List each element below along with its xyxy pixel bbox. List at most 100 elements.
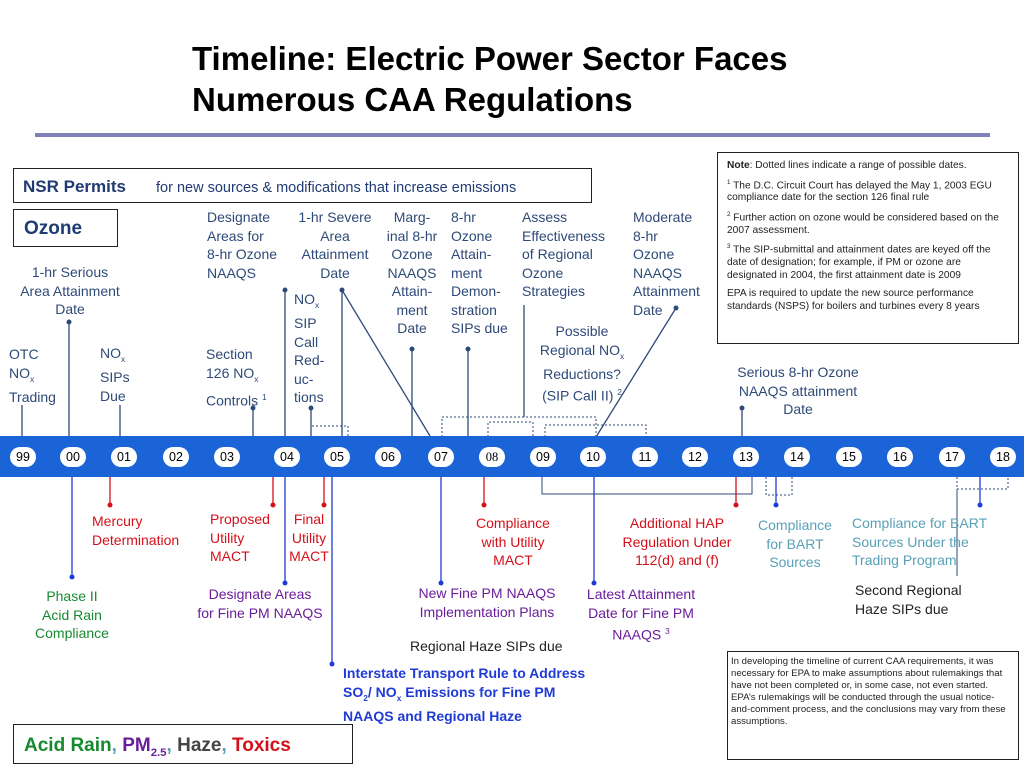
- event-line: 1-hr Severe: [298, 209, 372, 225]
- event-line: NAAQS and Regional Haze: [343, 707, 522, 724]
- demonstration-sips-event: 8-hr Ozone Attain- ment Demon- stration …: [451, 208, 508, 338]
- event-line: Mercury: [92, 513, 143, 529]
- event-line: Date: [783, 401, 813, 417]
- event-line: MACT: [289, 548, 329, 564]
- event-line: Attain-: [451, 246, 492, 262]
- event-line: NAAQS: [387, 264, 437, 281]
- compliance-bart-trading-event: Compliance for BART Sources Under the Tr…: [852, 514, 987, 570]
- year-marker: 08: [479, 447, 505, 467]
- legend-acid-rain: Acid Rain: [24, 735, 112, 756]
- phase-ii-acid-rain-event: Phase II Acid Rain Compliance: [22, 587, 122, 643]
- event-line: Strategies: [522, 283, 586, 299]
- event-text: SO: [343, 683, 364, 700]
- year-marker: 15: [836, 447, 862, 467]
- year-marker: 09: [530, 447, 556, 467]
- legend-separator: ,: [111, 735, 123, 756]
- section-126-event: Section 126 NOx Controls 1: [206, 345, 267, 410]
- nox-sip-call-event: NOx SIP Call Red- uc- tions: [294, 290, 324, 407]
- moderate-connector: [595, 307, 677, 438]
- event-line: Due: [100, 387, 126, 404]
- event-subscript: x: [30, 373, 35, 384]
- footnote-marker: 3: [665, 626, 670, 636]
- event-line: (SIP Call II) 2: [528, 383, 636, 405]
- disclaimer-text: In developing the timeline of current CA…: [731, 656, 1006, 727]
- event-line: Determination: [92, 531, 180, 548]
- otc-nox-trading-event: OTC NOx Trading: [9, 345, 56, 406]
- ozone-connectors: [21, 289, 743, 438]
- event-subscript: x: [396, 692, 402, 703]
- year-marker: 18: [990, 447, 1016, 467]
- event-text: NO: [100, 345, 121, 361]
- event-line: Designate: [207, 209, 271, 225]
- event-line: SO2/ NOx Emissions for Fine PM: [343, 683, 585, 707]
- event-line: Date for Fine PM: [588, 604, 694, 621]
- event-line: 8-hr Ozone: [207, 246, 278, 262]
- event-subscript: x: [121, 353, 126, 364]
- event-line: New Fine PM NAAQS: [418, 585, 556, 601]
- sip-call-ii-event: Possible Regional NOx Reductions? (SIP C…: [528, 322, 636, 405]
- severe-diagonal: [341, 289, 431, 437]
- event-line: inal 8-hr: [386, 227, 438, 244]
- serious-8hr-attainment-event: Serious 8-hr Ozone NAAQS attainment Date: [726, 363, 870, 419]
- bart-range: [765, 477, 793, 496]
- year-marker: 06: [375, 447, 401, 467]
- event-line: Date: [633, 301, 663, 318]
- year-marker: 14: [784, 447, 810, 467]
- note-epa: EPA is required to update the new source…: [727, 288, 980, 312]
- additional-hap-regulation-event: Additional HAP Regulation Under 112(d) a…: [616, 514, 738, 570]
- legend-box: Acid Rain, PM2.5, Haze, Toxics: [13, 724, 353, 764]
- title-underline: [35, 133, 990, 137]
- event-line: NOx: [100, 344, 130, 368]
- event-line: Date: [320, 264, 350, 281]
- nsr-permits-box: NSR Permits for new sources & modificati…: [13, 168, 592, 203]
- event-line: of Regional: [522, 246, 593, 262]
- event-line: Ozone: [633, 246, 675, 262]
- event-line: ment: [396, 301, 428, 318]
- event-text: NAAQS: [612, 626, 662, 643]
- year-marker: 07: [428, 447, 454, 467]
- legend-pm-text: PM: [122, 735, 151, 756]
- year-marker: 10: [580, 447, 606, 467]
- designate-8hr-ozone-event: Designate Areas for 8-hr Ozone NAAQS: [207, 208, 277, 282]
- event-line: tions: [294, 389, 324, 406]
- event-line: NOx: [9, 364, 56, 388]
- event-line: Regional NOx: [528, 341, 636, 365]
- sip-call-ii-range: [544, 424, 647, 437]
- event-line: Marg-: [393, 209, 431, 225]
- second-regional-haze-event: Second Regional Haze SIPs due: [855, 581, 962, 618]
- event-text: 126 NO: [206, 364, 255, 381]
- event-line: uc-: [294, 370, 314, 387]
- event-subscript: x: [315, 299, 320, 310]
- event-line: Ozone: [522, 264, 564, 281]
- event-line: Area Attainment: [20, 282, 120, 299]
- note-2: 2 Further action on ozone would be consi…: [727, 209, 1012, 237]
- event-line: Compliance for BART: [852, 515, 988, 531]
- note-3-text: The SIP-submittal and attainment dates a…: [727, 244, 991, 281]
- year-marker: 02: [163, 447, 189, 467]
- note-intro-text: : Dotted lines indicate a range of possi…: [749, 160, 967, 171]
- event-line: SIP: [294, 315, 317, 332]
- interstate-transport-rule-event: Interstate Transport Rule to Address SO2…: [343, 664, 585, 725]
- event-text: Emissions for Fine PM: [401, 683, 556, 700]
- ozone-label-text: Ozone: [24, 218, 83, 239]
- event-line: Second Regional: [855, 582, 962, 598]
- event-line: Acid Rain: [42, 606, 102, 623]
- year-marker: 03: [214, 447, 240, 467]
- latest-fine-pm-attainment-event: Latest Attainment Date for Fine PM NAAQS…: [576, 585, 706, 644]
- event-subscript: 2: [363, 692, 368, 703]
- note-2-text: Further action on ozone would be conside…: [727, 212, 999, 236]
- event-text: NO: [294, 291, 315, 307]
- note-3: 3 The SIP-submittal and attainment dates…: [727, 241, 1012, 282]
- assess-effectiveness-event: Assess Effectiveness of Regional Ozone S…: [522, 208, 605, 301]
- event-line: OTC: [9, 346, 39, 362]
- event-line: Date: [55, 301, 85, 317]
- event-line: Regulation Under: [622, 533, 732, 550]
- event-line: Compliance: [758, 517, 832, 533]
- event-line: 1-hr Serious: [31, 264, 109, 280]
- note-2-marker: 2: [727, 210, 731, 218]
- event-text: Controls: [206, 392, 259, 409]
- event-line: NAAQS 3: [576, 622, 706, 644]
- event-text: NO: [9, 364, 30, 381]
- compliance-bart-event: Compliance for BART Sources: [749, 516, 841, 572]
